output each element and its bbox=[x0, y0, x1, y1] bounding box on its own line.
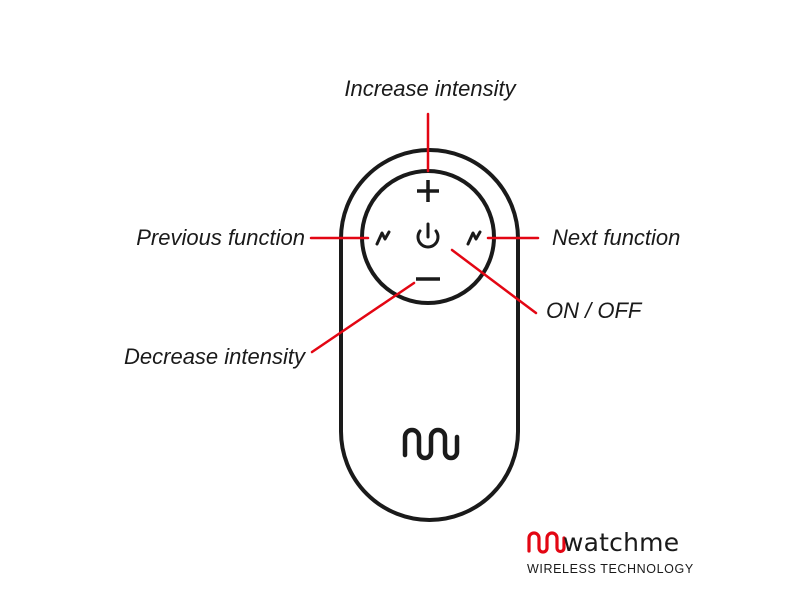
label-increase-intensity: Increase intensity bbox=[344, 76, 517, 101]
remote-body bbox=[339, 148, 520, 522]
brand-tagline: WIRELESS TECHNOLOGY bbox=[527, 562, 694, 576]
power-icon[interactable] bbox=[416, 222, 440, 249]
next-function-icon[interactable] bbox=[466, 230, 482, 246]
label-on-off: ON / OFF bbox=[546, 298, 643, 323]
brand-name: watchme bbox=[563, 528, 680, 557]
leader-line-decrease bbox=[310, 281, 416, 354]
plus-icon[interactable] bbox=[417, 180, 439, 202]
label-previous-function: Previous function bbox=[136, 225, 305, 250]
label-next-function: Next function bbox=[552, 225, 680, 250]
label-decrease-intensity: Decrease intensity bbox=[124, 344, 307, 369]
leader-line-on-off bbox=[450, 248, 538, 315]
previous-function-icon[interactable] bbox=[375, 230, 391, 246]
brand-logo-icon bbox=[527, 531, 566, 554]
leader-lines bbox=[309, 112, 540, 354]
device-logo-icon bbox=[402, 427, 460, 461]
